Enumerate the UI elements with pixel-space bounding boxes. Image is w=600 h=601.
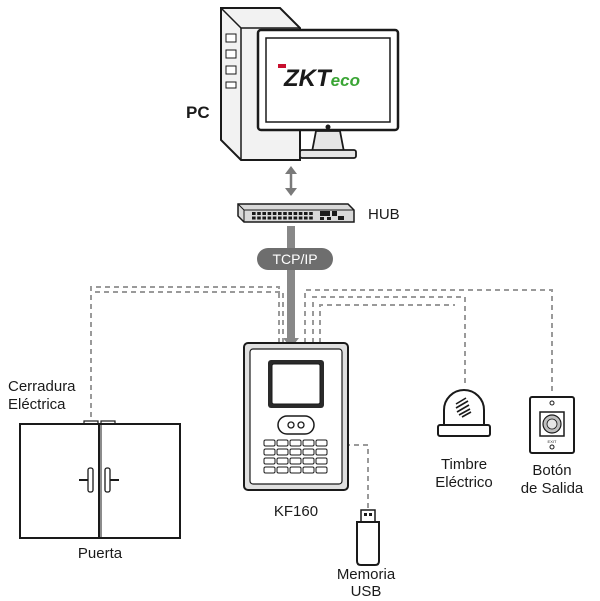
bell-label-line2: Eléctrico bbox=[435, 474, 493, 491]
hub-port bbox=[257, 216, 261, 220]
keypad-key bbox=[315, 466, 328, 474]
hub-port bbox=[293, 212, 298, 215]
hub-ports bbox=[252, 211, 344, 220]
hub-port bbox=[327, 217, 331, 220]
hub-port bbox=[304, 216, 308, 220]
keypad-key bbox=[302, 466, 315, 474]
door-icon bbox=[19, 423, 181, 539]
hub-port bbox=[320, 217, 324, 220]
hub-port bbox=[293, 216, 298, 220]
keypad-key bbox=[289, 448, 302, 456]
keypad-key bbox=[315, 439, 328, 447]
hub-port bbox=[262, 216, 266, 220]
wiring-lines bbox=[90, 286, 553, 510]
exit-button-icon bbox=[529, 396, 575, 454]
device-label: KF160 bbox=[273, 503, 319, 520]
keypad-key bbox=[276, 448, 289, 456]
pc-label: PC bbox=[186, 103, 210, 122]
hub-port bbox=[332, 211, 337, 216]
usb-label-line1: Memoria bbox=[336, 566, 396, 583]
exit-label-line1: Botón bbox=[532, 462, 572, 479]
hub-port bbox=[309, 216, 313, 220]
hub-port bbox=[278, 216, 282, 220]
keypad-key bbox=[276, 457, 289, 465]
hub-port bbox=[257, 212, 261, 215]
keypad-key bbox=[263, 466, 276, 474]
bell-label-line1: Timbre bbox=[440, 456, 488, 473]
hub-port bbox=[252, 216, 256, 220]
keypad-key bbox=[315, 457, 328, 465]
network-cable bbox=[287, 226, 295, 343]
hub-port bbox=[267, 216, 272, 220]
logo-text: ZKTeco bbox=[283, 65, 360, 92]
hub-port bbox=[278, 212, 282, 215]
keypad-key bbox=[263, 439, 276, 447]
keypad-key bbox=[289, 466, 302, 474]
tcpip-label: TCP/IP bbox=[272, 251, 317, 267]
hub-port bbox=[338, 216, 344, 220]
keypad-key bbox=[302, 439, 315, 447]
hub-port bbox=[283, 212, 287, 215]
keypad-key bbox=[276, 439, 289, 447]
hub-label: HUB bbox=[368, 206, 400, 223]
electric-bell-icon bbox=[437, 389, 491, 437]
tcpip-badge bbox=[257, 248, 333, 270]
lock-label-line1: Cerradura bbox=[8, 378, 76, 395]
usb-label-line2: USB bbox=[350, 583, 382, 600]
pc-hub-arrow-icon bbox=[285, 166, 297, 196]
hub-port bbox=[283, 216, 287, 220]
door-label: Puerta bbox=[77, 545, 123, 562]
keypad-key bbox=[315, 448, 328, 456]
hub-port bbox=[288, 216, 292, 220]
keypad-key bbox=[263, 448, 276, 456]
hub-port bbox=[272, 216, 277, 220]
keypad bbox=[263, 439, 328, 474]
hub-port bbox=[252, 212, 256, 215]
hub-port bbox=[304, 212, 308, 215]
monitor-icon bbox=[256, 28, 400, 159]
keypad-key bbox=[302, 457, 315, 465]
hub-port bbox=[288, 212, 292, 215]
zkteco-logo: ZKTeco bbox=[278, 64, 360, 92]
usb-stick-icon bbox=[356, 509, 380, 566]
hub-port bbox=[272, 212, 277, 215]
hub-port bbox=[267, 212, 272, 215]
hub-port bbox=[262, 212, 266, 215]
keypad-key bbox=[302, 448, 315, 456]
hub-port bbox=[298, 216, 303, 220]
hub-port bbox=[320, 211, 330, 216]
keypad-key bbox=[276, 466, 289, 474]
lock-label-line2: Eléctrica bbox=[8, 396, 66, 413]
exit-label-line2: de Salida bbox=[520, 480, 584, 497]
hub-port bbox=[309, 212, 313, 215]
exit-button-text: EXIT bbox=[548, 439, 557, 444]
hub-port bbox=[298, 212, 303, 215]
keypad-key bbox=[263, 457, 276, 465]
keypad-key bbox=[289, 439, 302, 447]
keypad-key bbox=[289, 457, 302, 465]
